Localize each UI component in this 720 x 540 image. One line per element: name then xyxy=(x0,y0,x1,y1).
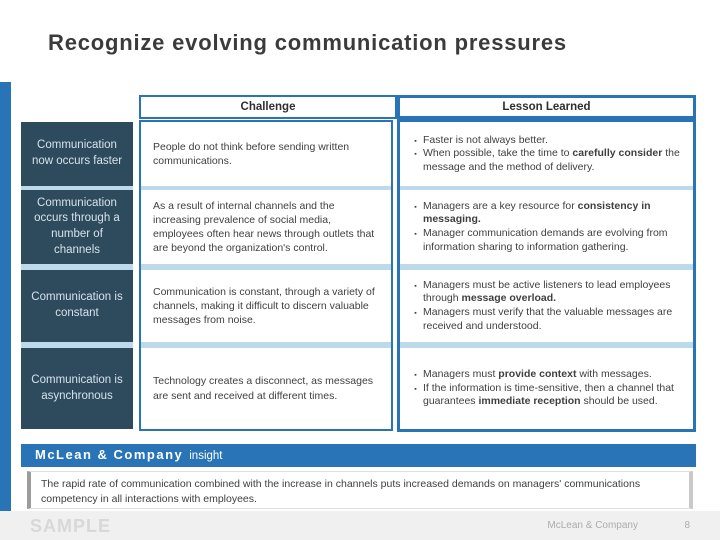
bullet-icon: ▪ xyxy=(414,231,417,238)
bullet-icon: ▪ xyxy=(414,282,417,290)
bullet-icon: ▪ xyxy=(414,137,417,145)
lesson-bullet: ▪Managers must be active listeners to le… xyxy=(408,279,687,306)
bullet-icon: ▪ xyxy=(414,151,417,159)
challenge-column: People do not think before sending writt… xyxy=(139,120,393,431)
bullet-icon: ▪ xyxy=(414,372,417,380)
bullet-icon: ▪ xyxy=(414,385,417,393)
row-separator xyxy=(21,186,133,190)
page-number: 8 xyxy=(684,520,690,531)
row-separator xyxy=(400,342,693,348)
lesson-bullet: ▪Faster is not always better. xyxy=(408,134,687,148)
topic-column: Communication now occurs faster Communic… xyxy=(21,122,133,429)
lesson-cell: ▪Faster is not always better.▪When possi… xyxy=(400,122,693,186)
footer: SAMPLE McLean & Company 8 xyxy=(0,511,720,540)
left-accent-bar xyxy=(0,82,11,511)
insight-brand: McLean & Company xyxy=(35,447,184,462)
row-separator xyxy=(21,342,133,348)
sample-watermark: SAMPLE xyxy=(30,516,112,536)
bullet-icon: ▪ xyxy=(414,203,417,211)
column-header-challenge: Challenge xyxy=(139,95,397,119)
page-title: Recognize evolving communication pressur… xyxy=(48,30,567,55)
challenge-cell: Technology creates a disconnect, as mess… xyxy=(153,375,374,402)
lesson-bullet: ▪Manager communication demands are evolv… xyxy=(408,227,687,254)
topic-cell-constant: Communication is constant xyxy=(21,270,133,342)
insight-bar: McLean & Company insight xyxy=(21,444,696,467)
topic-cell-faster: Communication now occurs faster xyxy=(21,122,133,186)
challenge-cell: People do not think before sending writt… xyxy=(153,140,350,167)
insight-label: insight xyxy=(189,450,223,462)
row-separator xyxy=(141,264,391,270)
lesson-cell: ▪Managers must be active listeners to le… xyxy=(400,270,693,342)
lesson-bullet: ▪Managers are a key resource for consist… xyxy=(408,200,687,227)
topic-cell-channels: Communication occurs through a number of… xyxy=(21,190,133,264)
topic-cell-asynchronous: Communication is asynchronous xyxy=(21,348,133,429)
lesson-bullet: ▪Managers must verify that the valuable … xyxy=(408,306,687,333)
bullet-icon: ▪ xyxy=(414,310,417,317)
insight-text: The rapid rate of communication combined… xyxy=(41,478,641,505)
footer-company: McLean & Company xyxy=(547,520,638,531)
lesson-cell: ▪Managers are a key resource for consist… xyxy=(400,190,693,264)
lesson-bullet: ▪If the information is time-sensitive, t… xyxy=(408,382,687,409)
row-separator xyxy=(21,264,133,270)
challenge-cell: As a result of internal channels and the… xyxy=(153,199,375,255)
lesson-column: ▪Faster is not always better.▪When possi… xyxy=(397,119,696,432)
column-header-lesson: Lesson Learned xyxy=(397,95,696,119)
insight-box: The rapid rate of communication combined… xyxy=(27,471,693,509)
lesson-bullet: ▪Managers must provide context with mess… xyxy=(408,368,687,382)
row-separator xyxy=(141,342,391,348)
challenge-cell: Communication is constant, through a var… xyxy=(153,285,375,327)
row-separator xyxy=(400,186,693,190)
lesson-bullet: ▪When possible, take the time to careful… xyxy=(408,147,687,174)
lesson-cell: ▪Managers must provide context with mess… xyxy=(400,348,693,429)
row-separator xyxy=(400,264,693,270)
row-separator xyxy=(141,186,391,190)
